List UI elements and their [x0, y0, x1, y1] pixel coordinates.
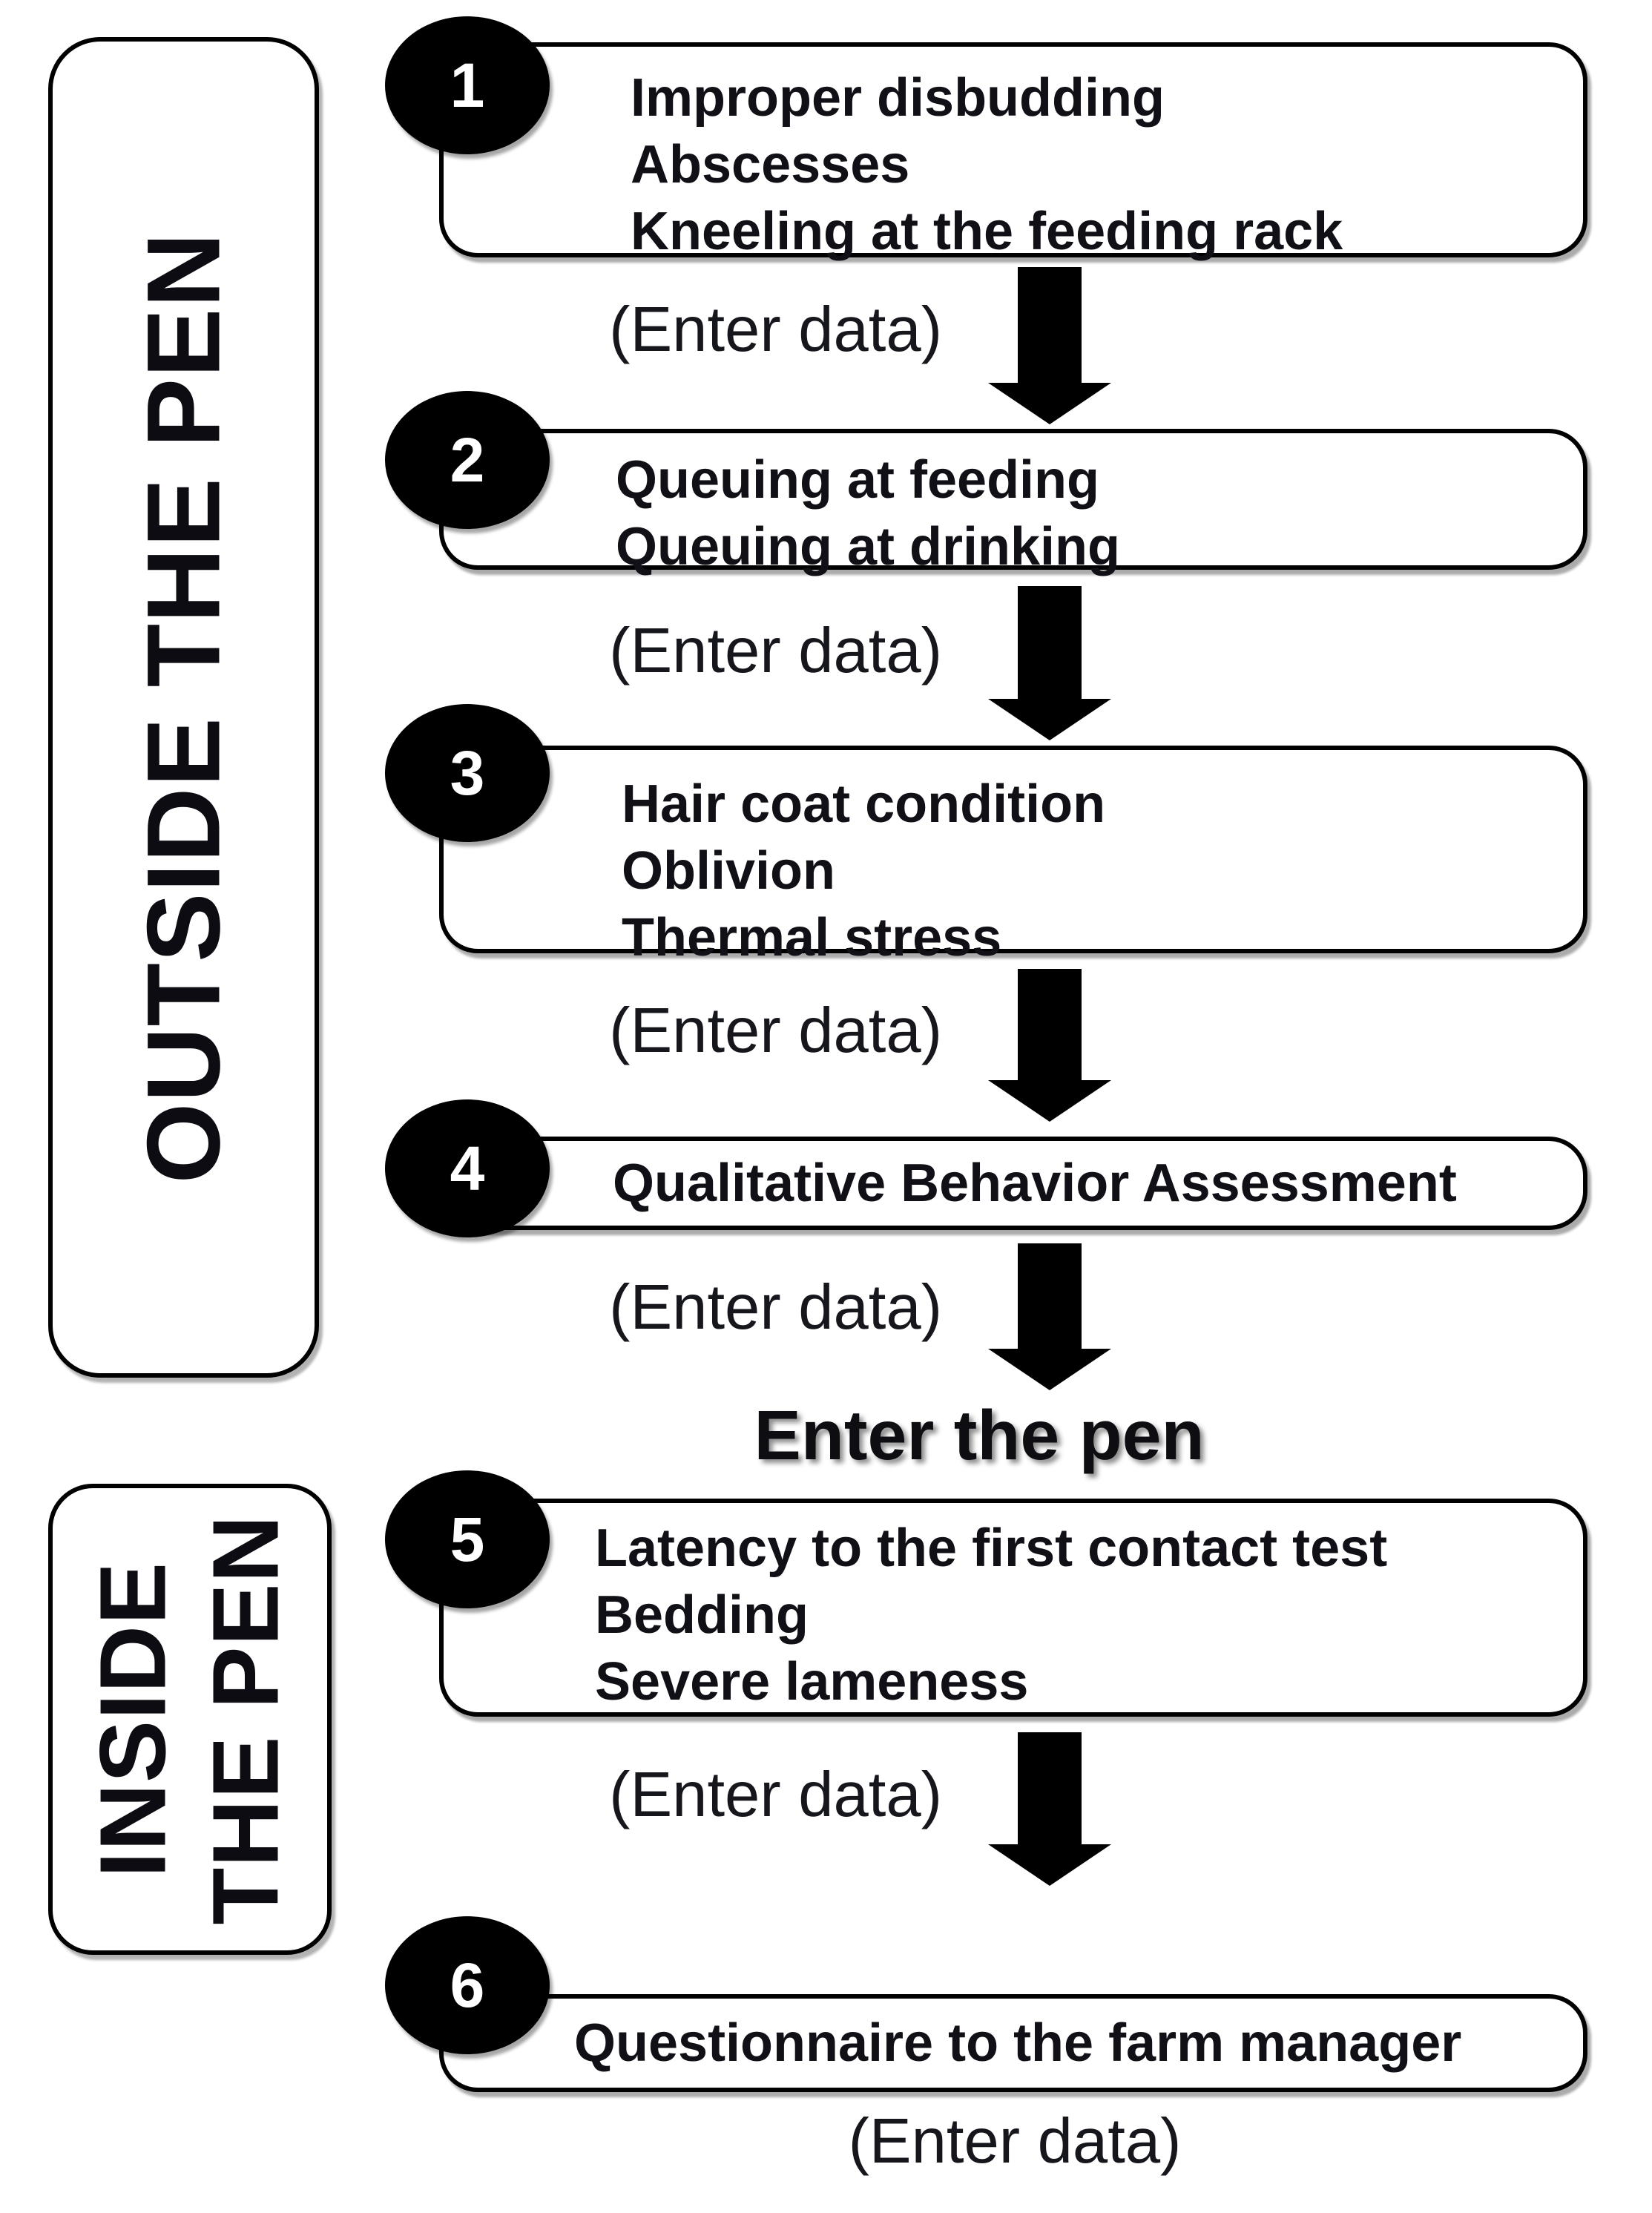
- down-arrow-icon: [988, 1732, 1111, 1886]
- connector-label: (Enter data): [609, 1760, 942, 1830]
- step-2-badge: 2: [385, 391, 550, 529]
- step-item: Qualitative Behavior Assessment: [613, 1154, 1457, 1213]
- arrow-shaft: [1018, 1243, 1082, 1349]
- section-inside-label-line2: THE PEN: [194, 1513, 298, 1925]
- step-1-number: 1: [450, 50, 485, 120]
- connector-label: (Enter data): [609, 996, 942, 1066]
- step-item: Thermal stress: [622, 908, 1002, 967]
- step-item: Abscesses: [631, 135, 910, 194]
- down-arrow-icon: [988, 969, 1111, 1122]
- arrow-shaft: [1018, 267, 1082, 383]
- step-item: Queuing at feeding: [616, 450, 1100, 510]
- down-arrow-icon: [988, 267, 1111, 424]
- step-item: Questionnaire to the farm manager: [574, 2013, 1462, 2073]
- section-outside-the-pen: OUTSIDE THE PEN: [48, 37, 319, 1378]
- step-6-number: 6: [450, 1950, 485, 2020]
- arrow-shaft: [1018, 586, 1082, 699]
- connector-label: (Enter data): [609, 1272, 942, 1343]
- step-3-number: 3: [450, 737, 485, 808]
- step-3-box: Hair coat condition Oblivion Thermal str…: [439, 746, 1587, 967]
- step-item: Severe lameness: [595, 1652, 1029, 1711]
- arrow-shaft: [1018, 969, 1082, 1080]
- arrow-head: [988, 383, 1111, 424]
- step-4-box: Qualitative Behavior Assessment: [439, 1137, 1587, 1230]
- step-item: Hair coat condition: [622, 775, 1106, 834]
- connector-label: (Enter data): [609, 616, 942, 686]
- final-enter-data-label: (Enter data): [848, 2106, 1182, 2177]
- section-inside-label-line1: INSIDE: [81, 1561, 185, 1878]
- arrow-head: [988, 699, 1111, 740]
- step-1-badge: 1: [385, 16, 550, 154]
- step-5-number: 5: [450, 1504, 485, 1574]
- section-outside-label: OUTSIDE THE PEN: [125, 231, 242, 1183]
- connector-label: (Enter data): [609, 295, 942, 365]
- step-item: Latency to the first contact test: [595, 1519, 1388, 1578]
- step-1-box: Improper disbudding Abscesses Kneeling a…: [439, 42, 1587, 261]
- step-5-badge: 5: [385, 1470, 550, 1608]
- arrow-shaft: [1018, 1732, 1082, 1844]
- step-6-box: Questionnaire to the farm manager: [439, 1994, 1587, 2092]
- step-item: Kneeling at the feeding rack: [631, 202, 1343, 261]
- step-item: Improper disbudding: [631, 68, 1165, 128]
- step-2-number: 2: [450, 424, 485, 495]
- arrow-head: [988, 1080, 1111, 1122]
- down-arrow-icon: [988, 1243, 1111, 1390]
- step-3-badge: 3: [385, 704, 550, 842]
- step-4-badge: 4: [385, 1099, 550, 1237]
- down-arrow-icon: [988, 586, 1111, 740]
- step-6-badge: 6: [385, 1916, 550, 2054]
- step-4-number: 4: [450, 1133, 485, 1203]
- step-item: Oblivion: [622, 841, 835, 901]
- step-item: Queuing at drinking: [616, 517, 1120, 576]
- step-item: Bedding: [595, 1585, 809, 1645]
- step-5-box: Latency to the first contact test Beddin…: [439, 1499, 1587, 1717]
- arrow-head: [988, 1844, 1111, 1886]
- milestone-enter-the-pen: Enter the pen: [754, 1396, 1205, 1475]
- step-2-box: Queuing at feeding Queuing at drinking: [439, 429, 1587, 576]
- arrow-head: [988, 1349, 1111, 1390]
